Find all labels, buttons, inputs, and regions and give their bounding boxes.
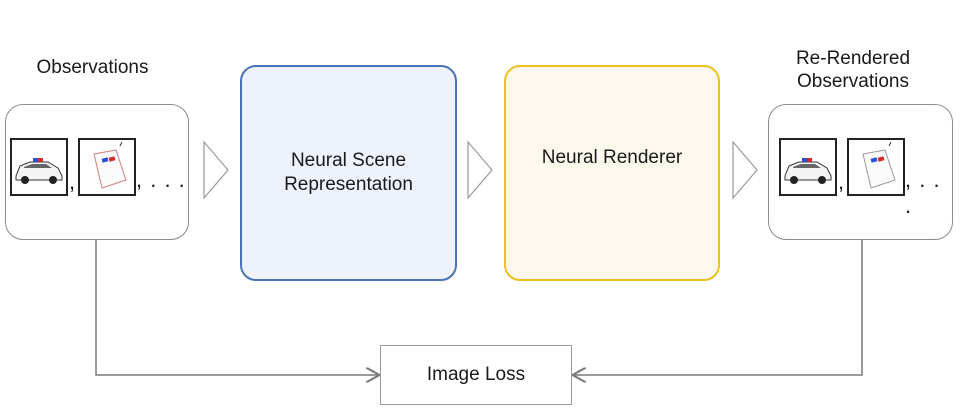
rerendered-title-line2: Observations xyxy=(797,71,909,92)
flow-chevron-1 xyxy=(203,140,229,200)
police-car-topdown-icon xyxy=(862,141,896,189)
police-car-thumbnail-2 xyxy=(78,138,136,196)
observations-comma: , xyxy=(69,169,76,194)
renderer-label: Neural Renderer xyxy=(541,147,683,168)
neural-scene-representation-box: Neural Scene Representation xyxy=(240,65,457,281)
rerendered-thumbnail-2 xyxy=(847,138,905,196)
flow-chevron-3 xyxy=(732,140,758,200)
police-car-thumbnail-1 xyxy=(10,138,68,196)
rerendered-title: Re-Rendered Observations xyxy=(768,47,938,93)
rerendered-observations-box: , , . . . xyxy=(768,104,953,240)
neural-renderer-box: Neural Renderer xyxy=(504,65,720,281)
police-car-icon xyxy=(784,158,832,184)
flow-chevron-2 xyxy=(467,140,493,200)
rerendered-comma: , xyxy=(838,169,845,194)
right-loss-connector xyxy=(574,240,863,375)
scene-label-line2: Representation xyxy=(284,174,413,195)
observations-title: Observations xyxy=(36,57,149,78)
observations-ellipsis: , . . . xyxy=(136,167,186,192)
police-car-icon xyxy=(15,158,63,184)
observations-box: , , . . . xyxy=(5,104,189,240)
left-loss-connector xyxy=(95,240,378,375)
rerendered-thumbnail-1 xyxy=(779,138,837,196)
police-car-topdown-icon xyxy=(93,141,127,189)
image-loss-box: Image Loss xyxy=(380,345,572,405)
rerendered-title-line1: Re-Rendered xyxy=(795,48,911,69)
rerendered-ellipsis: , . . . xyxy=(905,167,941,218)
scene-label-line1: Neural Scene xyxy=(290,150,407,171)
